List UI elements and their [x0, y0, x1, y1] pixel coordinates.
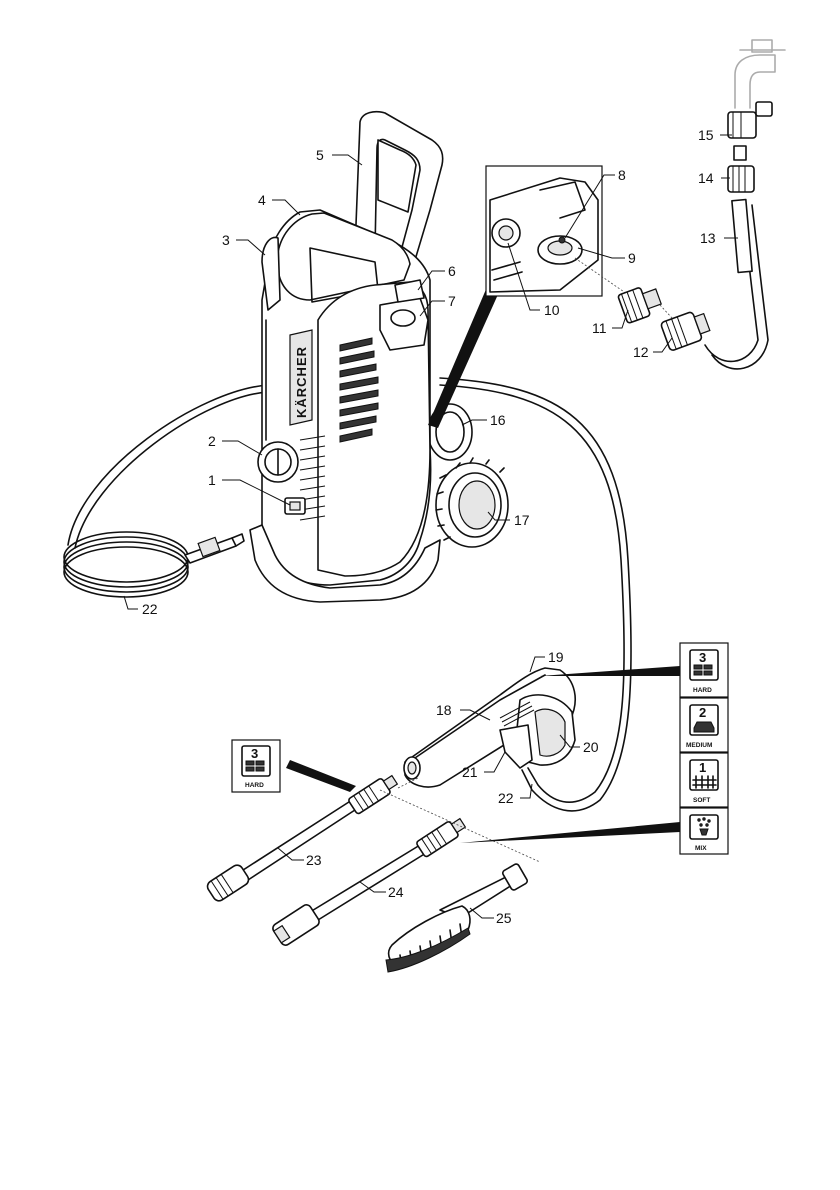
high-pressure-connection [285, 498, 305, 514]
callout-20: 20 [583, 739, 599, 755]
inset-water-inlet-detail [486, 166, 630, 296]
callout-17: 17 [514, 512, 530, 528]
callout-9: 9 [628, 250, 636, 266]
callout-13: 13 [700, 230, 716, 246]
callout-4: 4 [258, 192, 266, 208]
pressure-mode-box-medium: 2 MEDIUM [680, 698, 728, 752]
callout-22b: 22 [498, 790, 514, 806]
garden-hose [705, 200, 768, 369]
callout-1: 1 [208, 472, 216, 488]
lance-hard-badge: 3 HARD [232, 740, 280, 792]
callout-24: 24 [388, 884, 404, 900]
mode-label-mix: MIX [695, 845, 707, 852]
callout-8: 8 [618, 167, 626, 183]
coupling-parts [618, 282, 712, 351]
callout-15: 15 [698, 127, 714, 143]
callout-11: 11 [592, 320, 607, 336]
tap-connector [728, 102, 772, 192]
callout-7: 7 [448, 293, 456, 309]
callout-23: 23 [306, 852, 322, 868]
zoom-wedge [428, 280, 500, 428]
callout-5: 5 [316, 147, 324, 163]
callout-19: 19 [548, 649, 564, 665]
pressure-mode-box-hard: 3 HARD [680, 643, 728, 697]
wheel-front [436, 458, 508, 547]
callout-22a: 22 [142, 601, 158, 617]
high-pressure-hose-coil [64, 385, 268, 597]
pressure-mode-box-mix: MIX [680, 808, 728, 854]
callout-18: 18 [436, 702, 452, 718]
pointer-wedge-lance-hard [286, 760, 356, 792]
mode-label-soft: SOFT [693, 797, 710, 804]
mode-label-hard: HARD [693, 687, 712, 694]
mode-number-medium: 2 [699, 705, 706, 720]
callout-14: 14 [698, 170, 714, 186]
callout-2: 2 [208, 433, 216, 449]
lance-badge-label: HARD [245, 782, 264, 789]
pressure-mode-box-soft: 1 SOFT [680, 753, 728, 807]
brand-logo-text: KÄRCHER [294, 346, 309, 418]
device-switch-dial [258, 442, 298, 482]
callout-16: 16 [490, 412, 506, 428]
car-icon [694, 722, 714, 732]
callout-21: 21 [462, 764, 478, 780]
trigger-gun [404, 668, 575, 787]
callout-12: 12 [633, 344, 649, 360]
pointer-wedge-lance-mix [460, 822, 680, 843]
callout-3: 3 [222, 232, 230, 248]
water-tap [735, 40, 785, 108]
callout-25: 25 [496, 910, 512, 926]
mode-number-hard: 3 [699, 650, 706, 665]
lance-badge-number: 3 [251, 746, 258, 761]
callout-6: 6 [448, 263, 456, 279]
callout-numbers: 1 2 3 4 5 6 7 8 9 10 11 12 13 14 15 16 1… [142, 127, 716, 926]
mode-number-soft: 1 [699, 760, 706, 775]
leader-lines [124, 135, 738, 918]
callout-10: 10 [544, 302, 560, 318]
mode-label-medium: MEDIUM [686, 742, 712, 749]
